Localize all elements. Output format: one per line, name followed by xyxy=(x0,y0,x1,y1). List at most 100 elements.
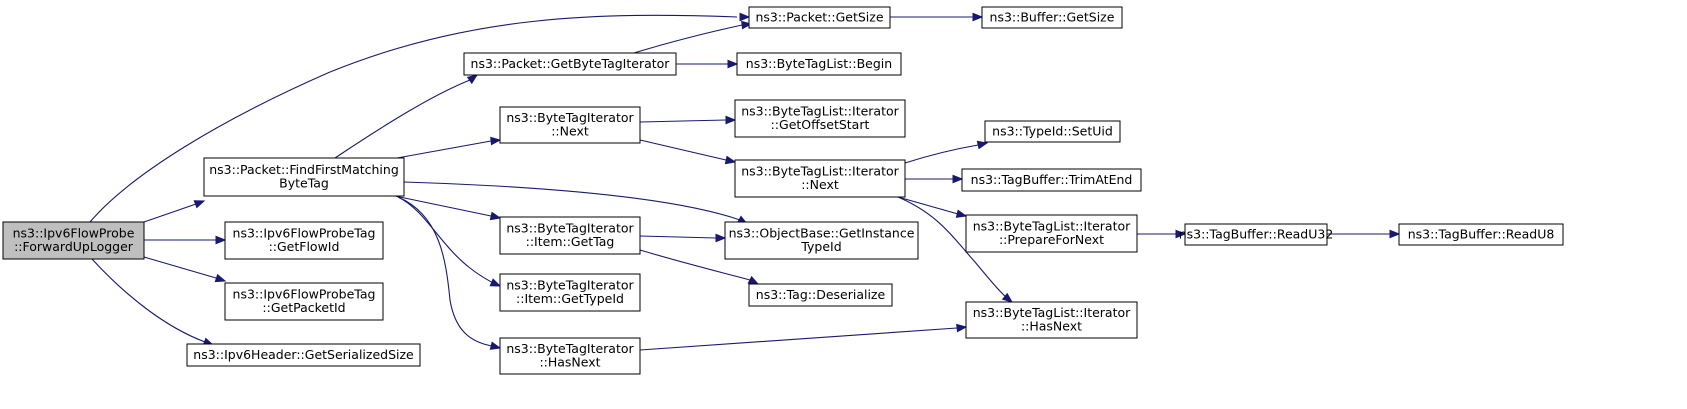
node-box[interactable] xyxy=(961,168,1142,192)
node-flowtag-getflowid[interactable]: ns3::Ipv6FlowProbeTag::GetFlowId xyxy=(224,221,384,260)
node-tagbuf-readu32[interactable]: ns3::TagBuffer::ReadU32 xyxy=(1179,223,1334,246)
edge-btli_next-to-typeid_setuid xyxy=(904,140,989,164)
node-label-line: ns3::ByteTagIterator xyxy=(506,341,634,356)
node-box[interactable] xyxy=(203,157,405,197)
node-bti-hasnext[interactable]: ns3::ByteTagIterator::HasNext xyxy=(499,337,641,375)
node-box[interactable] xyxy=(965,214,1138,253)
edge-bti_next-to-btli_getoffsetstart xyxy=(639,115,737,125)
node-tagbuf-readu8[interactable]: ns3::TagBuffer::ReadU8 xyxy=(1398,223,1564,246)
node-box[interactable] xyxy=(499,337,641,375)
node-btli-next[interactable]: ns3::ByteTagList::Iterator::Next xyxy=(734,159,906,198)
edge-bti_item_gettag-to-tag_deserialize xyxy=(639,249,760,285)
edge-btli_next-to-btli_preparefornext xyxy=(897,196,968,218)
node-root[interactable]: ns3::Ipv6FlowProbe::ForwardUpLogger xyxy=(2,221,145,260)
edge-pkt_getbytetagiter-to-pkt_getsize xyxy=(633,20,753,54)
node-box[interactable] xyxy=(981,6,1123,29)
node-label-line: ns3::Ipv6FlowProbe xyxy=(13,226,135,241)
edge-pkt_getsize-to-buf_getsize xyxy=(890,12,984,22)
node-label-line: ns3::Ipv6FlowProbeTag xyxy=(233,287,376,302)
node-btli-getoffsetstart[interactable]: ns3::ByteTagList::Iterator::GetOffsetSta… xyxy=(734,99,906,138)
node-pkt-getbytetagiter[interactable]: ns3::Packet::GetByteTagIterator xyxy=(463,52,677,76)
edge-btli_next-to-tagbuf_trimatend xyxy=(905,174,964,184)
edge-line xyxy=(639,327,958,351)
edge-root-to-pkt_getsize xyxy=(89,12,751,223)
node-typeid-setuid[interactable]: ns3::TypeId::SetUid xyxy=(984,120,1121,143)
node-box[interactable] xyxy=(463,52,677,76)
edge-pkt_find-to-bti_item_gettag xyxy=(394,195,502,221)
edge-line xyxy=(334,79,471,159)
edge-pkt_find-to-bti_item_gettypeid xyxy=(397,196,502,287)
node-box[interactable] xyxy=(186,343,421,367)
node-label-line: ns3::ByteTagList::Begin xyxy=(746,56,892,71)
node-box[interactable] xyxy=(965,301,1138,339)
node-box[interactable] xyxy=(748,6,891,29)
node-box[interactable] xyxy=(734,99,906,138)
arrowhead xyxy=(956,323,968,333)
node-bti-next[interactable]: ns3::ByteTagIterator::Next xyxy=(499,106,641,144)
arrowhead xyxy=(214,273,227,283)
node-btli-preparefornext[interactable]: ns3::ByteTagList::Iterator::PrepareForNe… xyxy=(965,214,1138,253)
node-label-line: ns3::Buffer::GetSize xyxy=(990,9,1115,24)
node-box[interactable] xyxy=(224,282,384,321)
edge-pkt_getbytetagiter-to-btl_begin xyxy=(676,59,739,69)
node-box[interactable] xyxy=(499,273,641,312)
node-label-line: ::ForwardUpLogger xyxy=(14,239,134,254)
nodes-layer: ns3::Ipv6FlowProbe::ForwardUpLoggerns3::… xyxy=(2,6,1564,375)
node-label-line: ::Item::GetTag xyxy=(526,234,615,249)
node-label-line: ::GetPacketId xyxy=(262,300,345,315)
edge-pkt_find-to-bti_next xyxy=(396,136,502,159)
node-label-line: ns3::Packet::GetSize xyxy=(755,9,883,24)
edge-tagbuf_readu32-to-tagbuf_readu8 xyxy=(1327,229,1401,239)
node-btl-begin[interactable]: ns3::ByteTagList::Begin xyxy=(736,52,902,76)
edge-bti_item_gettag-to-objbase_getinstance xyxy=(639,233,727,243)
node-box[interactable] xyxy=(2,221,145,260)
node-box[interactable] xyxy=(734,159,906,198)
node-label-line: ::GetOffsetStart xyxy=(771,117,870,132)
node-box[interactable] xyxy=(499,216,641,255)
edge-line xyxy=(394,195,492,217)
arrowhead xyxy=(466,74,479,85)
node-label-line: ns3::ByteTagList::Iterator xyxy=(973,305,1131,320)
edges-layer xyxy=(89,12,1401,351)
edge-line xyxy=(403,181,741,221)
node-label-line: ns3::ByteTagIterator xyxy=(506,221,634,236)
node-label-line: ::Next xyxy=(551,124,589,139)
node-btli-hasnext[interactable]: ns3::ByteTagList::Iterator::HasNext xyxy=(965,301,1138,339)
edge-line xyxy=(897,196,1008,299)
edge-line xyxy=(639,119,727,123)
node-buf-getsize[interactable]: ns3::Buffer::GetSize xyxy=(981,6,1123,29)
node-box[interactable] xyxy=(1398,223,1564,246)
node-box[interactable] xyxy=(736,52,902,76)
node-label-line: ::HasNext xyxy=(1021,319,1082,334)
arrowhead xyxy=(489,341,502,350)
node-bti-item-gettypeid[interactable]: ns3::ByteTagIterator::Item::GetTypeId xyxy=(499,273,641,312)
node-box[interactable] xyxy=(748,283,893,307)
node-box[interactable] xyxy=(724,221,919,260)
node-bti-item-gettag[interactable]: ns3::ByteTagIterator::Item::GetTag xyxy=(499,216,641,255)
arrowhead xyxy=(952,174,964,184)
node-box[interactable] xyxy=(224,221,384,260)
node-box[interactable] xyxy=(984,120,1121,143)
node-label-line: ns3::TagBuffer::TrimAtEnd xyxy=(971,172,1133,187)
node-label-line: ns3::ByteTagIterator xyxy=(506,278,634,293)
node-tagbuf-trimatend[interactable]: ns3::TagBuffer::TrimAtEnd xyxy=(961,168,1142,192)
node-flowtag-getpacketid[interactable]: ns3::Ipv6FlowProbeTag::GetPacketId xyxy=(224,282,384,321)
node-box[interactable] xyxy=(1184,223,1328,246)
node-label-line: ns3::Packet::GetByteTagIterator xyxy=(471,56,671,71)
node-label-line: ns3::ByteTagList::Iterator xyxy=(973,219,1131,234)
node-label-line: ns3::TypeId::SetUid xyxy=(992,123,1113,138)
node-label-line: ns3::ObjectBase::GetInstance xyxy=(729,226,915,241)
arrowhead xyxy=(715,233,727,243)
edge-root-to-flowtag_getpacketid xyxy=(143,256,227,283)
node-ipv6hdr-getsize[interactable]: ns3::Ipv6Header::GetSerializedSize xyxy=(186,343,421,367)
edge-line xyxy=(639,235,717,239)
node-label-line: ::GetFlowId xyxy=(269,239,340,254)
node-label-line: TypeId xyxy=(800,239,841,254)
edge-line xyxy=(639,139,727,161)
node-box[interactable] xyxy=(499,106,641,144)
node-pkt-getsize[interactable]: ns3::Packet::GetSize xyxy=(748,6,891,29)
edge-line xyxy=(396,140,492,159)
node-tag-deserialize[interactable]: ns3::Tag::Deserialize xyxy=(748,283,893,307)
